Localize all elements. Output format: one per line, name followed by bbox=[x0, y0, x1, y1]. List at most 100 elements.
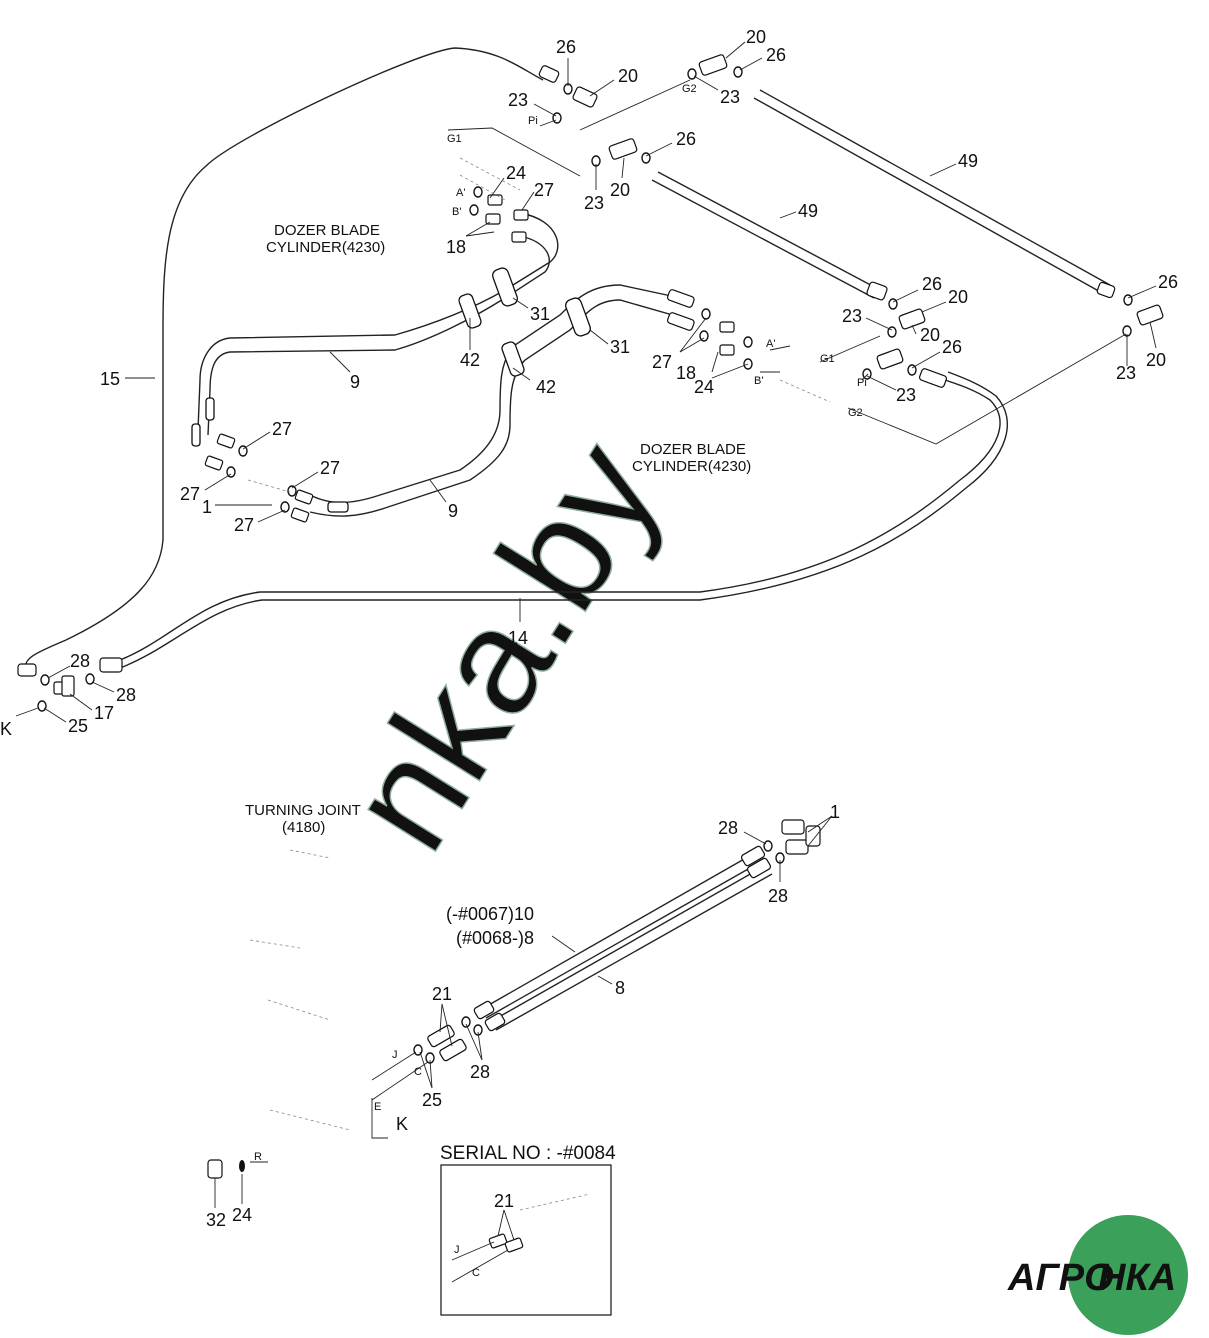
part-number: 24 bbox=[506, 163, 526, 183]
fittings bbox=[17, 54, 1164, 1253]
hose-8-a bbox=[479, 849, 761, 1011]
part-number: 20 bbox=[610, 180, 630, 200]
port-label-g2-top: G2 bbox=[682, 83, 697, 95]
port-label-r: R bbox=[254, 1151, 262, 1163]
part-number: 9 bbox=[448, 501, 458, 521]
part-number: 26 bbox=[942, 337, 962, 357]
part-number: 28 bbox=[116, 685, 136, 705]
port-label-e: E bbox=[374, 1101, 381, 1113]
port-label-g1-right: G1 bbox=[820, 353, 835, 365]
hose-14 bbox=[119, 379, 1001, 661]
port-label-j: J bbox=[392, 1049, 398, 1061]
logo-right-text: НКА bbox=[1098, 1257, 1176, 1299]
part-number: 15 bbox=[100, 369, 120, 389]
part-number: 20 bbox=[1146, 350, 1166, 370]
serial-range-a: (-#0067)10 bbox=[446, 904, 534, 924]
part-number: 26 bbox=[766, 45, 786, 65]
part-number: 31 bbox=[610, 337, 630, 357]
hose-49-middle bbox=[657, 171, 881, 291]
dozer-caption-upper-line1: DOZER BLADE bbox=[274, 222, 380, 239]
port-label-pi-right: Pi bbox=[857, 377, 867, 389]
dozer-caption-upper-line2: CYLINDER(4230) bbox=[266, 239, 385, 256]
part-number: 26 bbox=[676, 129, 696, 149]
port-label-pi-top: Pi bbox=[528, 115, 538, 127]
part-numbers: 26 20 23 20 26 23 26 20 23 49 49 24 27 1… bbox=[68, 27, 1178, 1230]
part-number: 21 bbox=[432, 984, 452, 1004]
part-number: 31 bbox=[530, 304, 550, 324]
part-number: 20 bbox=[618, 66, 638, 86]
clamp-bottom bbox=[327, 501, 349, 513]
part-number: 26 bbox=[556, 37, 576, 57]
part-number: 42 bbox=[536, 377, 556, 397]
part-number: 28 bbox=[768, 886, 788, 906]
clamp-42-upper bbox=[458, 293, 482, 329]
pipe-9-upper bbox=[197, 212, 559, 431]
port-label-b-right: B' bbox=[754, 375, 763, 387]
part-number: 32 bbox=[206, 1210, 226, 1230]
part-number: 8 bbox=[615, 978, 625, 998]
port-label-g2-right: G2 bbox=[848, 407, 863, 419]
port-label-k-bottom: K bbox=[396, 1114, 408, 1134]
part-number: 24 bbox=[232, 1205, 252, 1225]
part-number: 18 bbox=[446, 237, 466, 257]
port-label-c: C bbox=[414, 1066, 422, 1078]
leader-lines bbox=[15, 41, 1157, 1283]
part-number: 28 bbox=[470, 1062, 490, 1082]
part-number: 23 bbox=[508, 90, 528, 110]
part-number: 27 bbox=[534, 180, 554, 200]
port-label-a-top: A' bbox=[456, 187, 465, 199]
clamp-31-lower bbox=[565, 297, 591, 337]
hose-49-upper bbox=[759, 89, 1111, 286]
part-number: 20 bbox=[746, 27, 766, 47]
part-number: 28 bbox=[70, 651, 90, 671]
port-label-k-left: K bbox=[0, 719, 12, 739]
clamp-31-upper bbox=[492, 267, 518, 307]
part-number: 9 bbox=[350, 372, 360, 392]
logo-left-text: АГРО bbox=[1007, 1257, 1114, 1299]
serial-range-b: (#0068-)8 bbox=[456, 928, 534, 948]
serial-inset-box bbox=[440, 1164, 612, 1316]
port-label-a-right: A' bbox=[766, 338, 775, 350]
port-label-b-top: B' bbox=[452, 206, 461, 218]
part-number: 17 bbox=[94, 703, 114, 723]
dozer-caption-right-line2: CYLINDER(4230) bbox=[632, 458, 751, 475]
part-number: 21 bbox=[494, 1191, 514, 1211]
turning-joint-caption-line1: TURNING JOINT bbox=[245, 802, 361, 819]
seal-24-bottom bbox=[239, 1160, 245, 1172]
clamp-left-2 bbox=[205, 397, 215, 421]
part-number: 27 bbox=[320, 458, 340, 478]
part-number: 27 bbox=[272, 419, 292, 439]
logo-circle bbox=[1068, 1215, 1188, 1335]
hoses bbox=[14, 37, 1111, 1031]
part-number: 20 bbox=[948, 287, 968, 307]
turning-joint-caption-line2: (4180) bbox=[282, 819, 325, 836]
part-number: 23 bbox=[720, 87, 740, 107]
clamps bbox=[191, 267, 591, 513]
dozer-caption-right-line1: DOZER BLADE bbox=[640, 441, 746, 458]
part-number: 27 bbox=[234, 515, 254, 535]
part-number: 27 bbox=[180, 484, 200, 504]
part-number: 26 bbox=[1158, 272, 1178, 292]
part-number: 14 bbox=[508, 628, 528, 648]
part-number: 49 bbox=[958, 151, 978, 171]
clamp-left-1 bbox=[191, 423, 201, 447]
agronka-logo: АГРО НКА bbox=[1007, 1215, 1188, 1335]
port-label-c-inset: C bbox=[472, 1267, 480, 1279]
part-number: 25 bbox=[422, 1090, 442, 1110]
part-number: 24 bbox=[694, 377, 714, 397]
part-number: 23 bbox=[896, 385, 916, 405]
port-label-j-inset: J bbox=[454, 1244, 460, 1256]
part-number: 23 bbox=[584, 193, 604, 213]
part-number: 28 bbox=[718, 818, 738, 838]
part-number: 26 bbox=[922, 274, 942, 294]
part-number: 23 bbox=[842, 306, 862, 326]
serial-number-caption: SERIAL NO : -#0084 bbox=[440, 1143, 616, 1164]
clamp-42-lower bbox=[501, 341, 525, 377]
part-number: 42 bbox=[460, 350, 480, 370]
part-number: 18 bbox=[676, 363, 696, 383]
part-number: 1 bbox=[830, 802, 840, 822]
watermark-site: nka.by bbox=[315, 413, 692, 877]
part-number: 49 bbox=[798, 201, 818, 221]
part-number: 25 bbox=[68, 716, 88, 736]
